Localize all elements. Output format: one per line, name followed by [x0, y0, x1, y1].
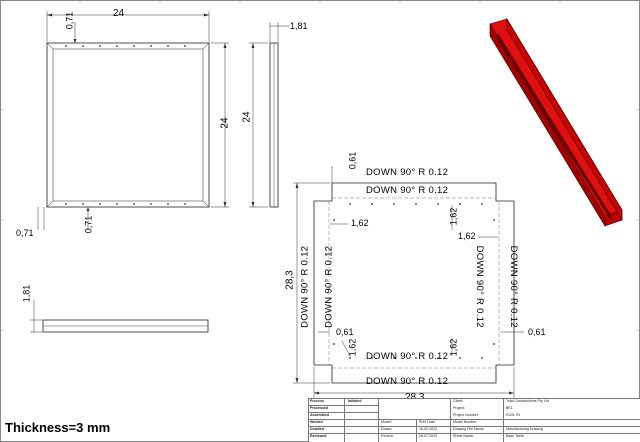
tb-print-date-label: Print Date: — [419, 420, 436, 424]
flat-pattern-holes — [333, 203, 495, 359]
tb-drawn-value: 16.02.2023 — [419, 427, 437, 431]
tb-project-number-label: Project Number: — [453, 413, 479, 417]
flat-pattern-dimensions — [293, 166, 524, 398]
bend-note-left-outer: DOWN 90° R 0.12 — [299, 245, 311, 328]
tb-row-processed-label: Processed — [310, 406, 329, 410]
tb-row-reviewed-label: Reviewed — [310, 434, 327, 438]
tb-client-label: Client: — [453, 399, 464, 403]
bend-note-top-inner: DOWN 90° R 0.12 — [366, 185, 449, 196]
tb-drawing-file-label: Drawing File Name: — [453, 427, 485, 431]
tb-row-process-label: Process — [310, 399, 324, 403]
flat-pattern-bend-lines — [328, 197, 500, 369]
front-height-label: 24 — [219, 117, 231, 129]
bend-note-right-inner: DOWN 90° R 0.12 — [473, 245, 485, 328]
side-height-label: 24 — [241, 111, 253, 123]
thickness-note: Thickness=3 mm — [5, 420, 111, 435]
front-view — [46, 42, 210, 208]
isometric-model — [489, 17, 623, 228]
tb-project-value: BK1 — [506, 406, 513, 410]
flat-pattern-arrows — [295, 183, 514, 395]
front-view-arrows — [47, 13, 227, 211]
tb-sheet-label: Sheet Name: — [453, 434, 474, 438]
tb-review-label: Review: — [381, 434, 394, 438]
tb-row-welded-label: Welded — [310, 420, 323, 424]
tb-model-label: Model: — [381, 420, 392, 424]
title-block: Process Initialed Processed Assembled We… — [308, 398, 640, 442]
side-view-dimensions — [249, 22, 290, 208]
tb-row-assembled-label: Assembled — [310, 413, 330, 417]
front-view-holes — [65, 45, 186, 205]
flat-flange-top-left-label: 1,62 — [351, 218, 369, 228]
zone-ticks — [0, 0, 640, 331]
tb-drawing-file-value: Manufacturing Drawing — [506, 427, 543, 431]
front-width-label: 24 — [113, 8, 125, 19]
tb-drawn-label: Drawn: — [381, 427, 393, 431]
flat-offset-left-label: 0,61 — [336, 327, 354, 337]
flat-flange-bottom-right-label: 1,62 — [448, 338, 459, 357]
bend-note-bottom-outer: DOWN 90° R 0.12 — [366, 376, 449, 387]
flat-flange-top-right-label: 1,62 — [448, 207, 459, 226]
flat-pattern-outline — [313, 182, 515, 384]
tb-client-value: Total Constructions Pty Ltd — [506, 399, 549, 403]
side-view — [269, 42, 279, 208]
front-view-dimensions — [37, 11, 229, 230]
flat-offset-top-label: 0,61 — [347, 151, 358, 170]
flat-width-label: 28,3 — [405, 393, 424, 403]
bottom-view-dimensions — [30, 300, 42, 333]
side-depth-label: 1,81 — [290, 21, 308, 31]
tb-review-value: 28.07.2023 — [419, 434, 437, 438]
flat-flange-bottom-left-label: 1,62 — [347, 338, 358, 357]
bend-note-bottom-inner: DOWN 90° R 0.12 — [366, 351, 449, 362]
front-flange-left-label: 0,71 — [16, 228, 34, 238]
tb-sheet-value: Base Table — [506, 434, 524, 438]
bend-note-top-outer: DOWN 90° R 0.12 — [366, 167, 449, 178]
tb-project-number-value: 0125-TN — [506, 413, 520, 417]
tb-row-process-value: Initialed — [348, 399, 362, 403]
flat-offset-right-label: 0,61 — [528, 327, 546, 337]
bottom-view — [42, 319, 209, 333]
bend-note-right-outer: DOWN 90° R 0.12 — [507, 245, 519, 328]
flat-flange-right-top-label: 1,62 — [458, 231, 476, 241]
tb-project-label: Project: — [453, 406, 466, 410]
bottom-depth-label: 1,81 — [21, 284, 32, 303]
front-flange-bottom-label: 0,71 — [83, 215, 94, 234]
bend-note-left-inner: DOWN 90° R 0.12 — [323, 245, 335, 328]
flat-height-label: 28,3 — [284, 270, 296, 290]
side-view-arrows — [251, 43, 255, 207]
tb-model-number-label: Model Number: — [453, 420, 478, 424]
front-flange-top-label: 0,71 — [64, 11, 75, 30]
tb-row-detailed-label: Detailed — [310, 427, 324, 431]
